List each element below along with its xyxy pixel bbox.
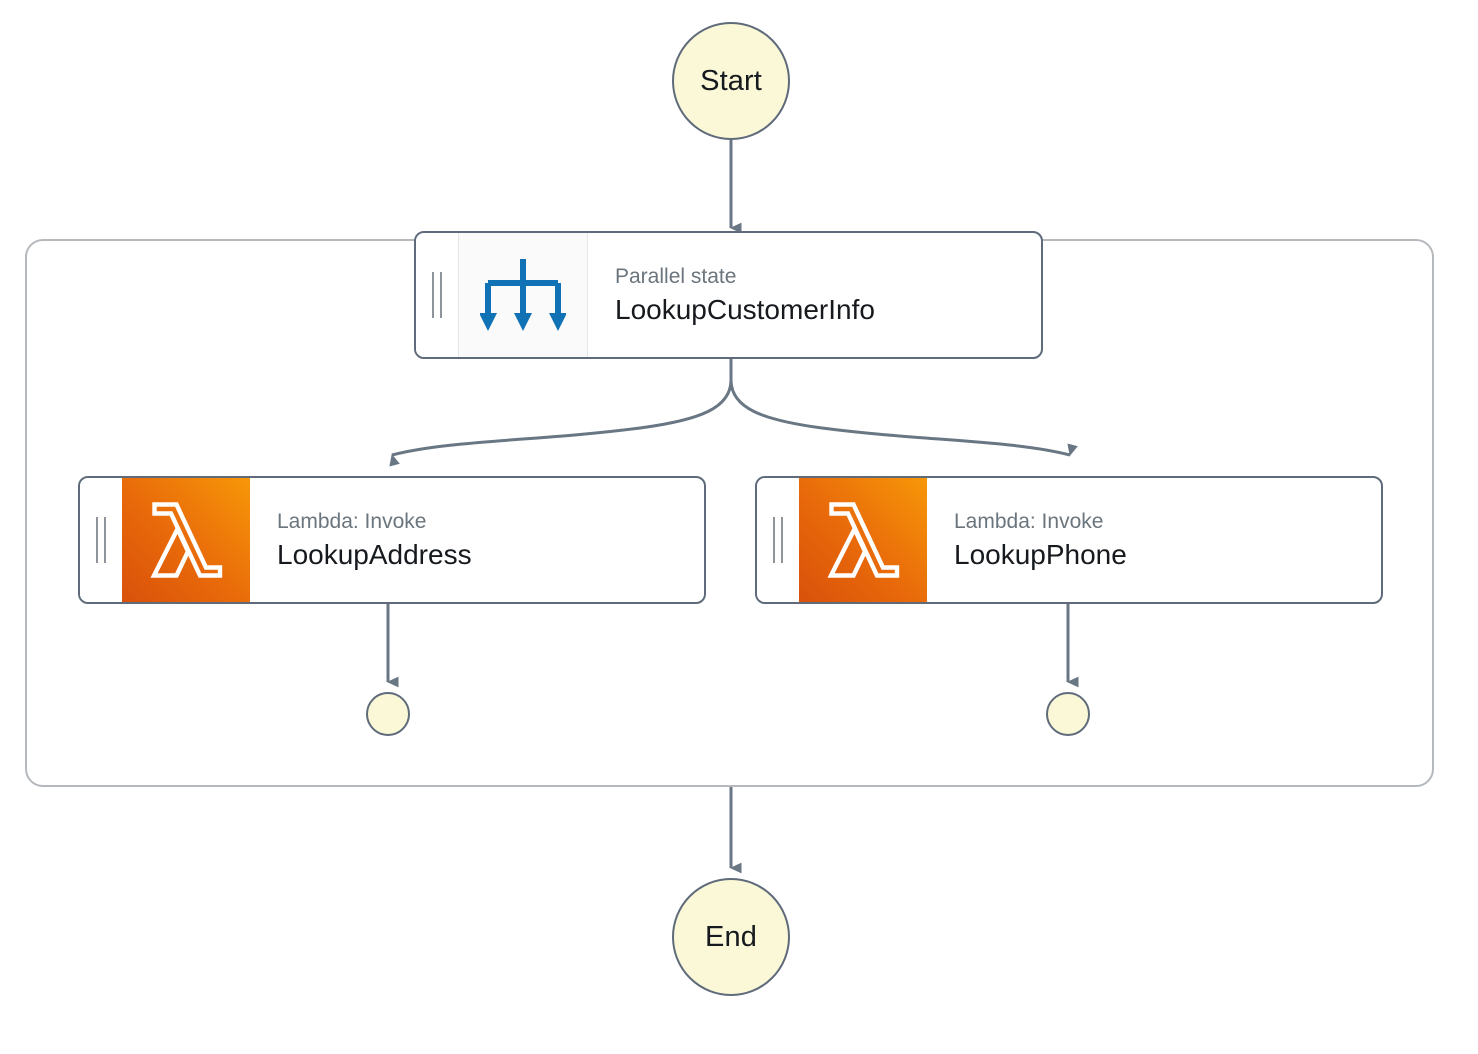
end-node-label: End: [705, 920, 757, 953]
start-node[interactable]: Start: [672, 22, 790, 140]
lambda-lookupphone-subtitle: Lambda: Invoke: [954, 509, 1104, 533]
branch-end-node-left[interactable]: [366, 692, 410, 736]
lambda-lookupphone-text: Lambda: Invoke LookupPhone: [927, 478, 1381, 602]
parallel-state-subtitle: Parallel state: [615, 264, 737, 288]
end-node[interactable]: End: [672, 878, 790, 996]
lambda-lookupaddress-subtitle: Lambda: Invoke: [277, 509, 427, 533]
parallel-state-text: Parallel state LookupCustomerInfo: [588, 233, 1041, 357]
aws-lambda-icon: [122, 478, 250, 602]
parallel-fork-icon: [458, 233, 588, 357]
drag-handle-icon[interactable]: [416, 233, 458, 357]
lambda-invoke-lookupaddress-node[interactable]: Lambda: Invoke LookupAddress: [78, 476, 706, 604]
lambda-invoke-lookupphone-node[interactable]: Lambda: Invoke LookupPhone: [755, 476, 1383, 604]
parallel-state-title: LookupCustomerInfo: [615, 293, 875, 325]
lambda-lookupaddress-title: LookupAddress: [277, 538, 472, 570]
drag-handle-icon[interactable]: [80, 478, 122, 602]
lambda-lookupphone-title: LookupPhone: [954, 538, 1127, 570]
parallel-state-node[interactable]: Parallel state LookupCustomerInfo: [414, 231, 1043, 359]
aws-lambda-icon: [799, 478, 927, 602]
drag-handle-icon[interactable]: [757, 478, 799, 602]
lambda-lookupaddress-text: Lambda: Invoke LookupAddress: [250, 478, 704, 602]
branch-end-node-right[interactable]: [1046, 692, 1090, 736]
start-node-label: Start: [700, 64, 762, 97]
